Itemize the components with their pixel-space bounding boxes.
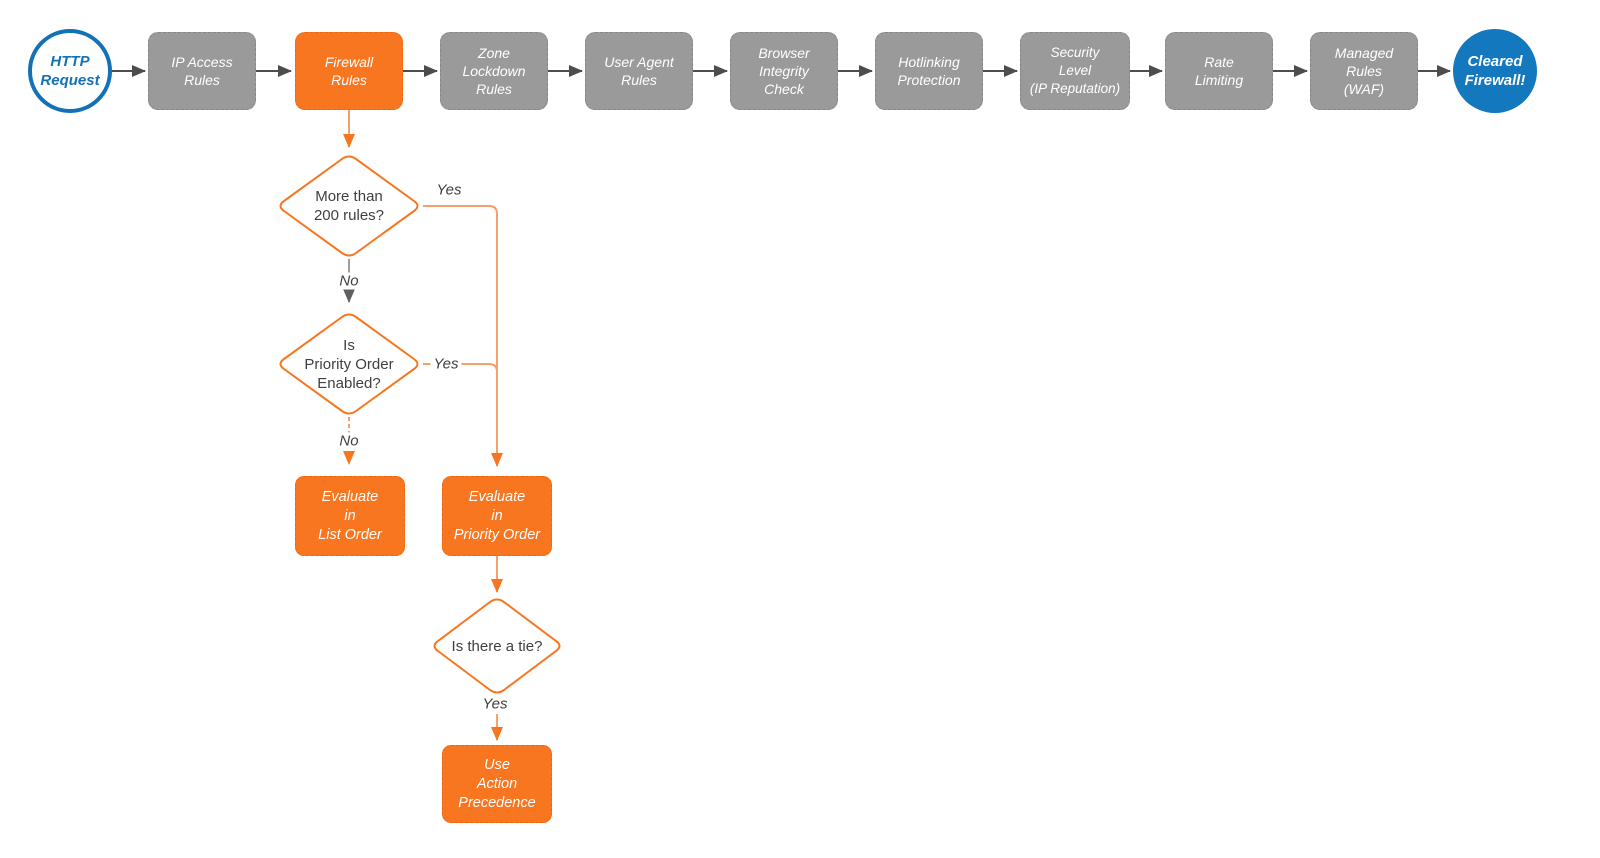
action-label: Evaluate in List Order <box>318 488 382 543</box>
step-label: Hotlinking Protection <box>897 54 961 88</box>
action-box-evaluate-in-priority-order: Evaluate in Priority Order <box>442 476 552 556</box>
decision-question: More than 200 rules? <box>313 188 385 224</box>
edge-label-d3-yes: Yes <box>479 695 511 713</box>
step-box-ip-access-rules: IP Access Rules <box>148 32 256 110</box>
step-label: Browser Integrity Check <box>758 45 810 97</box>
edge-d2-yes <box>423 363 498 373</box>
step-label: Security Level (IP Reputation) <box>1029 45 1121 96</box>
decision-diamond-priority-order-enabled: Is Priority Order Enabled? <box>276 311 422 417</box>
step-label: Zone Lockdown Rules <box>462 45 526 97</box>
action-label: Use Action Precedence <box>458 756 536 811</box>
diamond-shape <box>433 598 561 694</box>
step-label: User Agent Rules <box>604 54 674 88</box>
action-box-use-action-precedence: Use Action Precedence <box>442 745 552 823</box>
step-box-browser-integrity-check: Browser Integrity Check <box>730 32 838 110</box>
step-box-managed-rules-waf: Managed Rules (WAF) <box>1310 32 1418 110</box>
start-node-http-request: HTTP Request <box>28 29 112 113</box>
edge-label-d1-yes: Yes <box>433 181 465 199</box>
decision-question: Is Priority Order Enabled? <box>304 336 394 392</box>
step-box-firewall-rules: Firewall Rules <box>295 32 403 110</box>
edge-label-d1-no: No <box>336 272 362 290</box>
step-label: IP Access Rules <box>171 54 233 88</box>
step-label: Rate Limiting <box>1194 54 1244 88</box>
step-label: Managed Rules (WAF) <box>1334 45 1394 97</box>
end-node-cleared-firewall: Cleared Firewall! <box>1453 29 1537 113</box>
diamond-shape <box>279 313 419 415</box>
step-box-security-level: Security Level (IP Reputation) <box>1020 32 1130 110</box>
start-node-label: HTTP Request <box>40 53 100 89</box>
action-label: Evaluate in Priority Order <box>453 488 541 543</box>
decision-diamond-is-there-a-tie: Is there a tie? <box>430 596 564 696</box>
diamond-shape <box>279 155 419 257</box>
step-box-zone-lockdown-rules: Zone Lockdown Rules <box>440 32 548 110</box>
action-box-evaluate-in-list-order: Evaluate in List Order <box>295 476 405 556</box>
step-label: Firewall Rules <box>324 54 374 88</box>
edge-label-d2-no: No <box>336 432 362 450</box>
decision-diamond-more-than-200-rules: More than 200 rules? <box>276 153 422 259</box>
decision-question: Is there a tie? <box>451 637 543 655</box>
edge-label-d2-yes: Yes <box>430 355 462 373</box>
step-box-hotlinking-protection: Hotlinking Protection <box>875 32 983 110</box>
step-box-user-agent-rules: User Agent Rules <box>585 32 693 110</box>
edge-d1-yes <box>423 205 503 467</box>
step-box-rate-limiting: Rate Limiting <box>1165 32 1273 110</box>
end-node-label: Cleared Firewall! <box>1464 53 1526 89</box>
